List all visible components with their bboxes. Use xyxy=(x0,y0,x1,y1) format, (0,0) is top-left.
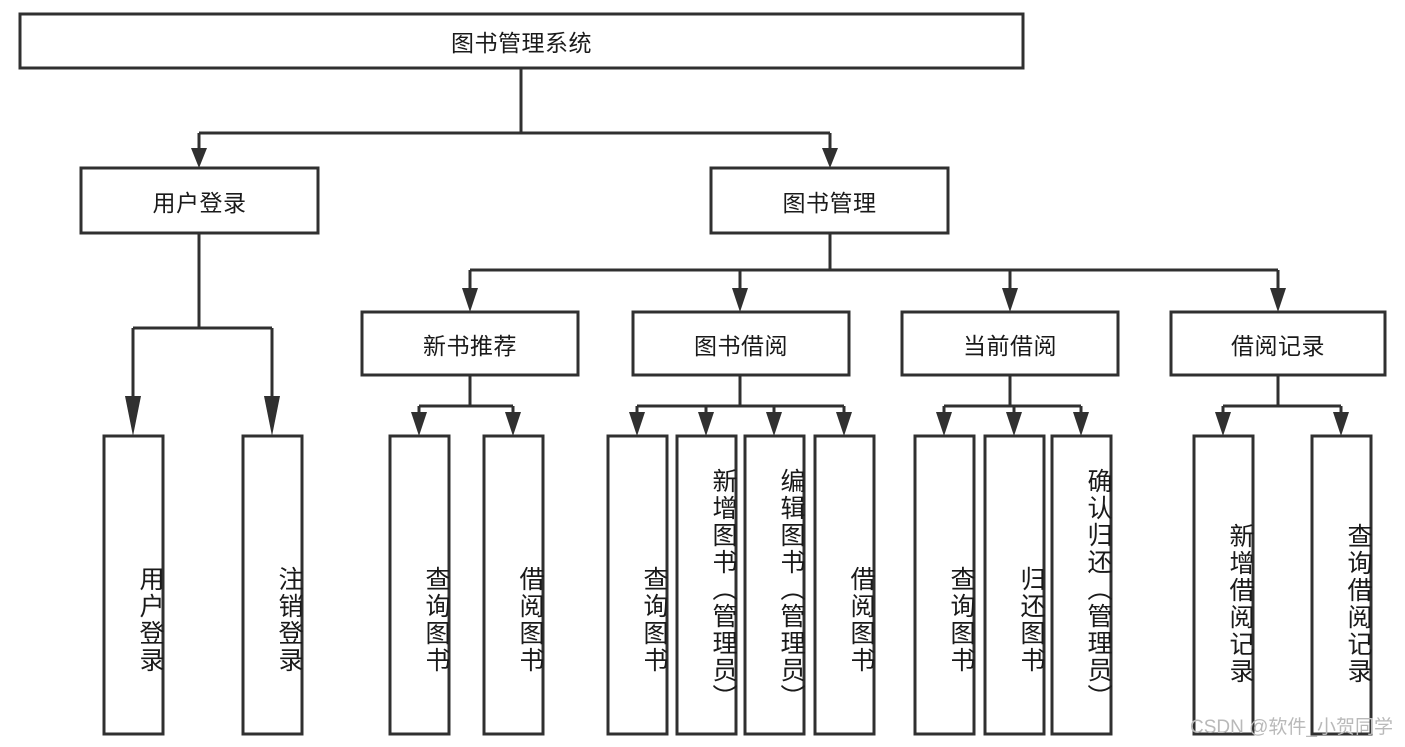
node-box-borrow[interactable] xyxy=(631,310,851,377)
arrow-head-leaf5 xyxy=(629,412,645,436)
node-box-current[interactable] xyxy=(900,310,1120,377)
node-box-root[interactable] xyxy=(18,12,1025,70)
arrow-head-newbook xyxy=(462,288,478,312)
arrow-head-leaf12 xyxy=(1215,412,1231,436)
arrow-head-bookmgmt xyxy=(822,148,838,168)
arrow-head-leaf9 xyxy=(936,412,952,436)
node-box-leaf3[interactable] xyxy=(388,434,451,736)
arrow-head-current xyxy=(1002,288,1018,312)
node-box-bookmgmt[interactable] xyxy=(709,166,950,235)
arrow-head-leaf2 xyxy=(264,396,280,436)
arrow-head-leaf13 xyxy=(1333,412,1349,436)
node-box-leaf9[interactable] xyxy=(913,434,976,736)
node-box-login[interactable] xyxy=(79,166,320,235)
node-box-leaf5[interactable] xyxy=(606,434,669,736)
node-box-leaf11[interactable] xyxy=(1050,434,1113,736)
node-box-leaf2[interactable] xyxy=(241,434,304,736)
arrow-head-leaf8 xyxy=(836,412,852,436)
node-box-leaf13[interactable] xyxy=(1310,434,1373,736)
node-box-leaf6[interactable] xyxy=(675,434,738,736)
node-box-leaf10[interactable] xyxy=(983,434,1046,736)
node-box-newbook[interactable] xyxy=(360,310,580,377)
arrow-head-leaf10 xyxy=(1006,412,1022,436)
node-box-leaf7[interactable] xyxy=(743,434,806,736)
node-box-leaf12[interactable] xyxy=(1192,434,1255,736)
arrow-head-leaf6 xyxy=(698,412,714,436)
arrow-head-leaf1 xyxy=(125,396,141,436)
arrow-head-login xyxy=(191,148,207,168)
node-box-leaf1[interactable] xyxy=(102,434,165,736)
arrow-head-leaf11 xyxy=(1073,412,1089,436)
node-box-leaf8[interactable] xyxy=(813,434,876,736)
arrow-head-leaf7 xyxy=(766,412,782,436)
arrow-head-record xyxy=(1270,288,1286,312)
arrow-head-leaf4 xyxy=(505,412,521,436)
node-box-record[interactable] xyxy=(1169,310,1387,377)
arrow-head-leaf3 xyxy=(411,412,427,436)
node-box-leaf4[interactable] xyxy=(482,434,545,736)
arrow-head-borrow xyxy=(732,288,748,312)
